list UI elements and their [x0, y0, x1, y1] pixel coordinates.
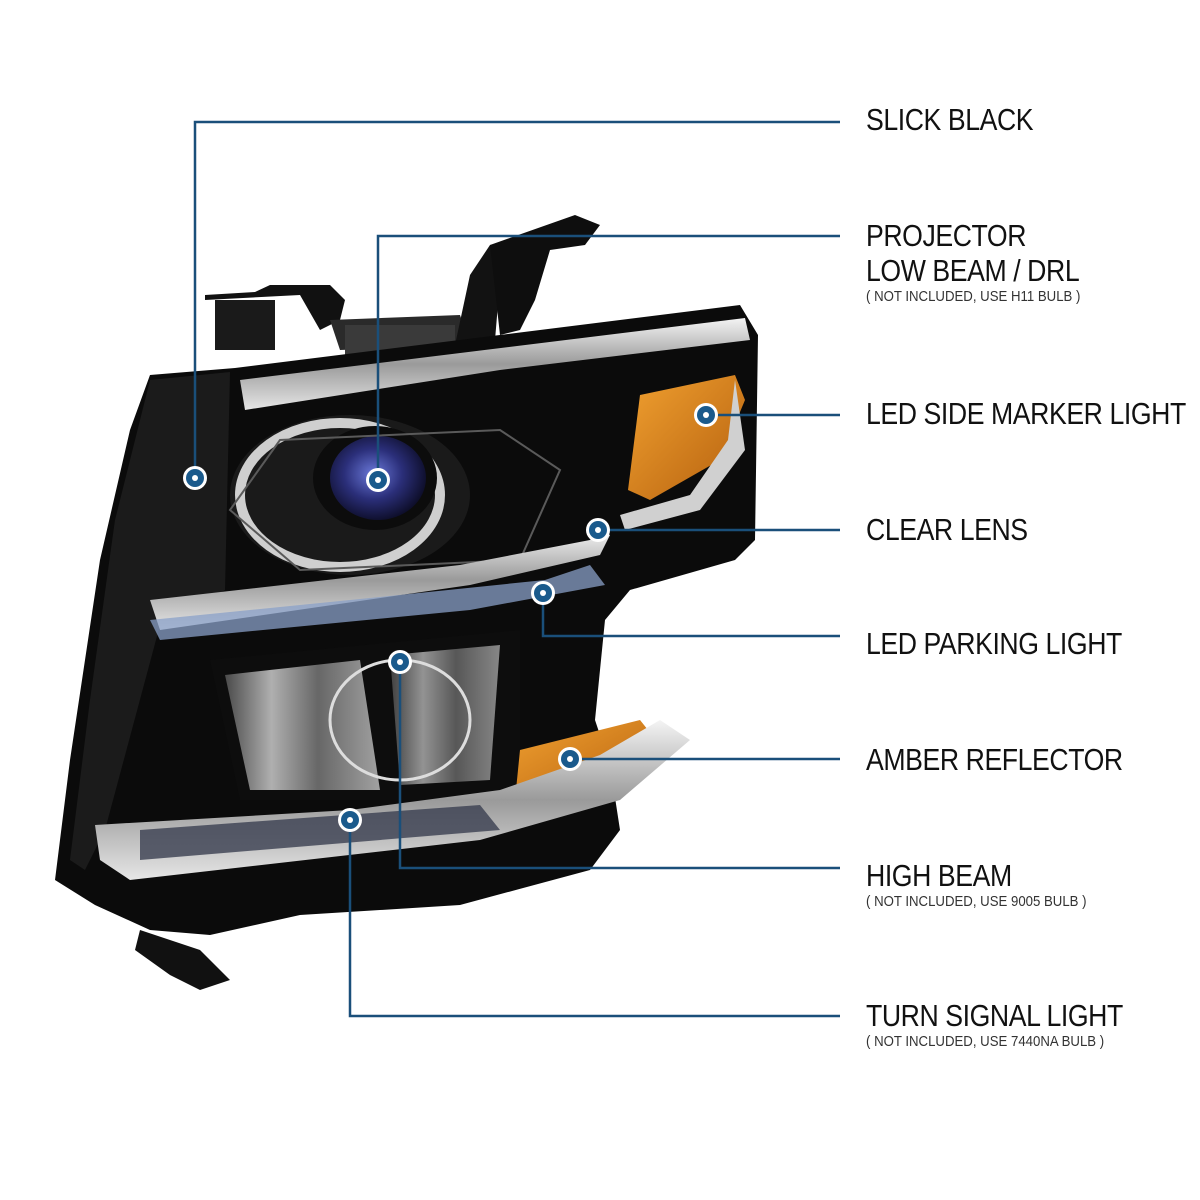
callout-dot-turn-signal — [338, 808, 362, 832]
callout-title: HIGH BEAM — [866, 858, 1012, 893]
callout-dot-slick-black — [183, 466, 207, 490]
callout-title: LED PARKING LIGHT — [866, 626, 1122, 661]
callout-parking: LED PARKING LIGHT — [866, 628, 1164, 659]
callout-note: ( NOT INCLUDED, USE 7440NA BULB ) — [866, 1033, 1105, 1050]
callout-title-line2: LOW BEAM / DRL — [866, 253, 1080, 288]
callout-high-beam: HIGH BEAM ( NOT INCLUDED, USE 9005 BULB … — [866, 860, 1117, 910]
callout-note: ( NOT INCLUDED, USE H11 BULB ) — [866, 288, 1081, 305]
callout-title: TURN SIGNAL LIGHT — [866, 998, 1123, 1033]
callout-title: PROJECTOR — [866, 218, 1027, 253]
marker-chrome — [620, 380, 745, 530]
callout-note: ( NOT INCLUDED, USE 9005 BULB ) — [866, 893, 1087, 910]
callout-dot-clear-lens — [586, 518, 610, 542]
callout-title: LED SIDE MARKER LIGHT — [866, 396, 1186, 431]
callout-title: SLICK BLACK — [866, 102, 1034, 137]
callout-turn-signal: TURN SIGNAL LIGHT ( NOT INCLUDED, USE 74… — [866, 1000, 1165, 1050]
callout-dot-parking — [531, 581, 555, 605]
callout-side-marker: LED SIDE MARKER LIGHT — [866, 398, 1200, 429]
callout-dot-high-beam — [388, 650, 412, 674]
callout-dot-amber — [558, 747, 582, 771]
callout-title: CLEAR LENS — [866, 512, 1028, 547]
lower-bracket — [135, 930, 230, 990]
callout-dot-projector — [366, 468, 390, 492]
callout-title: AMBER REFLECTOR — [866, 742, 1123, 777]
leader-lines — [193, 120, 840, 1018]
mounting-bracket — [205, 215, 600, 355]
high-beam-reflector — [210, 630, 520, 800]
led-parking-strip — [150, 565, 605, 640]
callout-projector: PROJECTOR LOW BEAM / DRL ( NOT INCLUDED,… — [866, 220, 1114, 305]
amber-side-marker — [628, 375, 745, 500]
callout-amber: AMBER REFLECTOR — [866, 744, 1165, 775]
callout-slick-black: SLICK BLACK — [866, 104, 1060, 135]
callout-dots — [183, 403, 718, 832]
chrome-trim-top — [240, 318, 750, 410]
callout-dot-side-marker — [694, 403, 718, 427]
callout-clear-lens: CLEAR LENS — [866, 514, 1054, 545]
clear-lens-trim — [150, 530, 610, 630]
